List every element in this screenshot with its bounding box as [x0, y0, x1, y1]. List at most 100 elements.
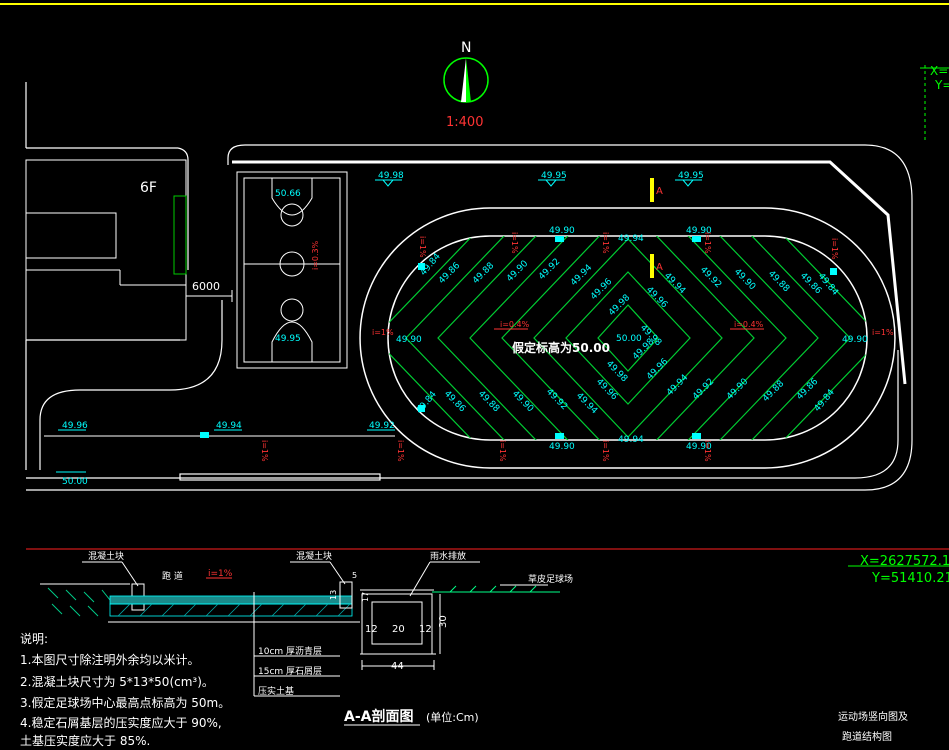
- site-boundary: [25, 82, 223, 470]
- bottom-elev-3: 49.92: [369, 421, 395, 431]
- dim-30: 30: [438, 615, 449, 628]
- north-arrow: N 1:400: [443, 40, 489, 130]
- soil-hatch: [47, 587, 111, 617]
- building-label: 6F: [140, 180, 157, 196]
- coords-right: X=2627572.10 Y=51410.217: [848, 554, 949, 586]
- top-elev-1: 49.98: [378, 171, 404, 181]
- dimension-6000: 6000: [185, 280, 233, 302]
- track-elev-6: 49.90: [842, 335, 868, 345]
- ring4-3: 49.92: [544, 387, 569, 412]
- running-track: [359, 207, 896, 469]
- field-grading-pattern: [388, 236, 867, 440]
- section-drawing: 5 13 17 12 20 12 30 44: [40, 550, 573, 726]
- ring5-4: 49.90: [725, 377, 750, 402]
- court-elev-bottom: 49.95: [275, 334, 301, 344]
- ring6-3: 49.88: [476, 389, 501, 414]
- base-hatch: [117, 603, 351, 617]
- track-slope-2: i=1%: [601, 232, 610, 254]
- coords-right-y: Y=51410.217: [871, 571, 949, 586]
- track-elev-5: 49.90: [396, 335, 422, 345]
- turf-ticks: [449, 585, 537, 593]
- svg-text:i=1%: i=1%: [396, 440, 405, 462]
- ring6-4: 49.88: [761, 379, 786, 404]
- layer-1: 10cm 厚沥青层: [258, 645, 322, 657]
- north-letter: N: [461, 40, 471, 56]
- dimension-label: 6000: [192, 280, 220, 293]
- corner-4: 49.84: [813, 388, 837, 414]
- svg-text:i=1%: i=1%: [418, 236, 427, 258]
- track-elev-1: 49.90: [549, 226, 575, 236]
- note-5: 土基压实度应大于 85%.: [20, 733, 150, 748]
- dim-17: 17: [361, 592, 370, 602]
- track-slope-8: i=1%: [872, 328, 894, 337]
- leaders: [82, 561, 548, 697]
- bottom-elev-1: 49.96: [62, 421, 88, 431]
- track-elev-4: 49.90: [686, 442, 712, 452]
- notes: 说明: 1.本图尺寸除注明外余均以米计。 2.混凝土块尺寸为 5*13*50(c…: [20, 631, 230, 748]
- ring3-1: 49.94: [569, 263, 594, 288]
- top-road-elevations: 49.98 49.95 49.95: [375, 171, 704, 187]
- note-2: 2.混凝土块尺寸为 5*13*50(cm³)。: [20, 674, 214, 689]
- ring3-3: 49.94: [574, 391, 599, 416]
- track-slope-6: i=1%: [703, 440, 712, 462]
- ring3-2: 49.94: [662, 271, 687, 296]
- drawing-title-1: 运动场竖向图及: [838, 710, 908, 723]
- track-slope-4: i=1%: [498, 440, 507, 462]
- court-slope: i=0.3%: [311, 240, 320, 270]
- field-center-label: 假定标高为50.00: [512, 340, 610, 355]
- track-markers: [200, 236, 837, 439]
- bottom-elev-2: 49.94: [216, 421, 242, 431]
- field-slope-right: i=0.4%: [734, 320, 764, 329]
- svg-text:i=1%: i=1%: [260, 440, 269, 462]
- end-4: 49.86: [795, 377, 820, 402]
- track-elev-3: 49.90: [549, 442, 575, 452]
- track-slopes: i=1% i=1% i=1% i=1% i=1% i=1% i=1% i=1%: [372, 232, 894, 462]
- drawing-title-2: 跑道结构图: [842, 730, 892, 743]
- bottom-road-elevations: 49.96 49.94 49.92 50.00: [56, 421, 395, 487]
- track-slope-3: i=1%: [703, 232, 712, 254]
- track-slope-7: i=1%: [372, 328, 394, 337]
- layer-2: 15cm 厚石屑层: [258, 666, 322, 677]
- ring4-4: 49.92: [691, 377, 716, 402]
- ring2-1: 49.96: [589, 277, 614, 302]
- track-elev-2: 49.90: [686, 226, 712, 236]
- track-elevations: 49.90 49.90 49.90 49.90 49.90 49.90: [396, 226, 868, 452]
- dim-12a: 12: [365, 624, 378, 635]
- drawing-title: 运动场竖向图及 跑道结构图: [838, 710, 908, 743]
- layer-3: 压实土基: [258, 685, 294, 697]
- coords-top-x: X=2: [930, 64, 949, 78]
- note-4: 4.稳定石屑基层的压实度应大于 90%,: [20, 715, 222, 730]
- section-markers: A A: [650, 178, 663, 278]
- coords-right-x: X=2627572.10: [860, 554, 949, 569]
- ring3-4: 49.94: [665, 373, 690, 398]
- north-scale: 1:400: [446, 115, 483, 130]
- ring3-5: 49.94: [618, 234, 644, 244]
- coords-top: X=2 Y=: [920, 64, 949, 140]
- road-slopes: i=1% i=1% i=1% i=1%: [260, 236, 839, 462]
- field-slopes: i=0.4% i=0.4%: [494, 320, 764, 330]
- label-drain: 雨水排放: [430, 550, 466, 562]
- basketball-court: [236, 171, 348, 369]
- dim-44: 44: [391, 661, 404, 672]
- road-elev: 50.00: [62, 477, 88, 487]
- note-3: 3.假定足球场中心最高点标高为 50m。: [20, 695, 230, 710]
- field-slope-left: i=0.4%: [500, 320, 530, 329]
- ring3-6: 49.94: [618, 435, 644, 445]
- building: 6F: [25, 159, 187, 341]
- track-slope-1: i=1%: [510, 232, 519, 254]
- ring5-1: 49.90: [505, 259, 530, 284]
- drain-dims: 12 20 12 30 44: [365, 615, 449, 672]
- dim-12b: 12: [419, 624, 432, 635]
- ring1-3: 49.98: [604, 359, 629, 384]
- corner-3: 49.84: [415, 390, 439, 416]
- end-3: 49.86: [442, 389, 467, 414]
- dim-5: 5: [352, 571, 357, 580]
- court-elev-top: 50.66: [275, 189, 301, 199]
- drain: [360, 589, 441, 670]
- center-elev: 50.00: [616, 334, 642, 344]
- track-slope-5: i=1%: [601, 440, 610, 462]
- top-elev-3: 49.95: [678, 171, 704, 181]
- note-1: 1.本图尺寸除注明外余均以米计。: [20, 652, 199, 667]
